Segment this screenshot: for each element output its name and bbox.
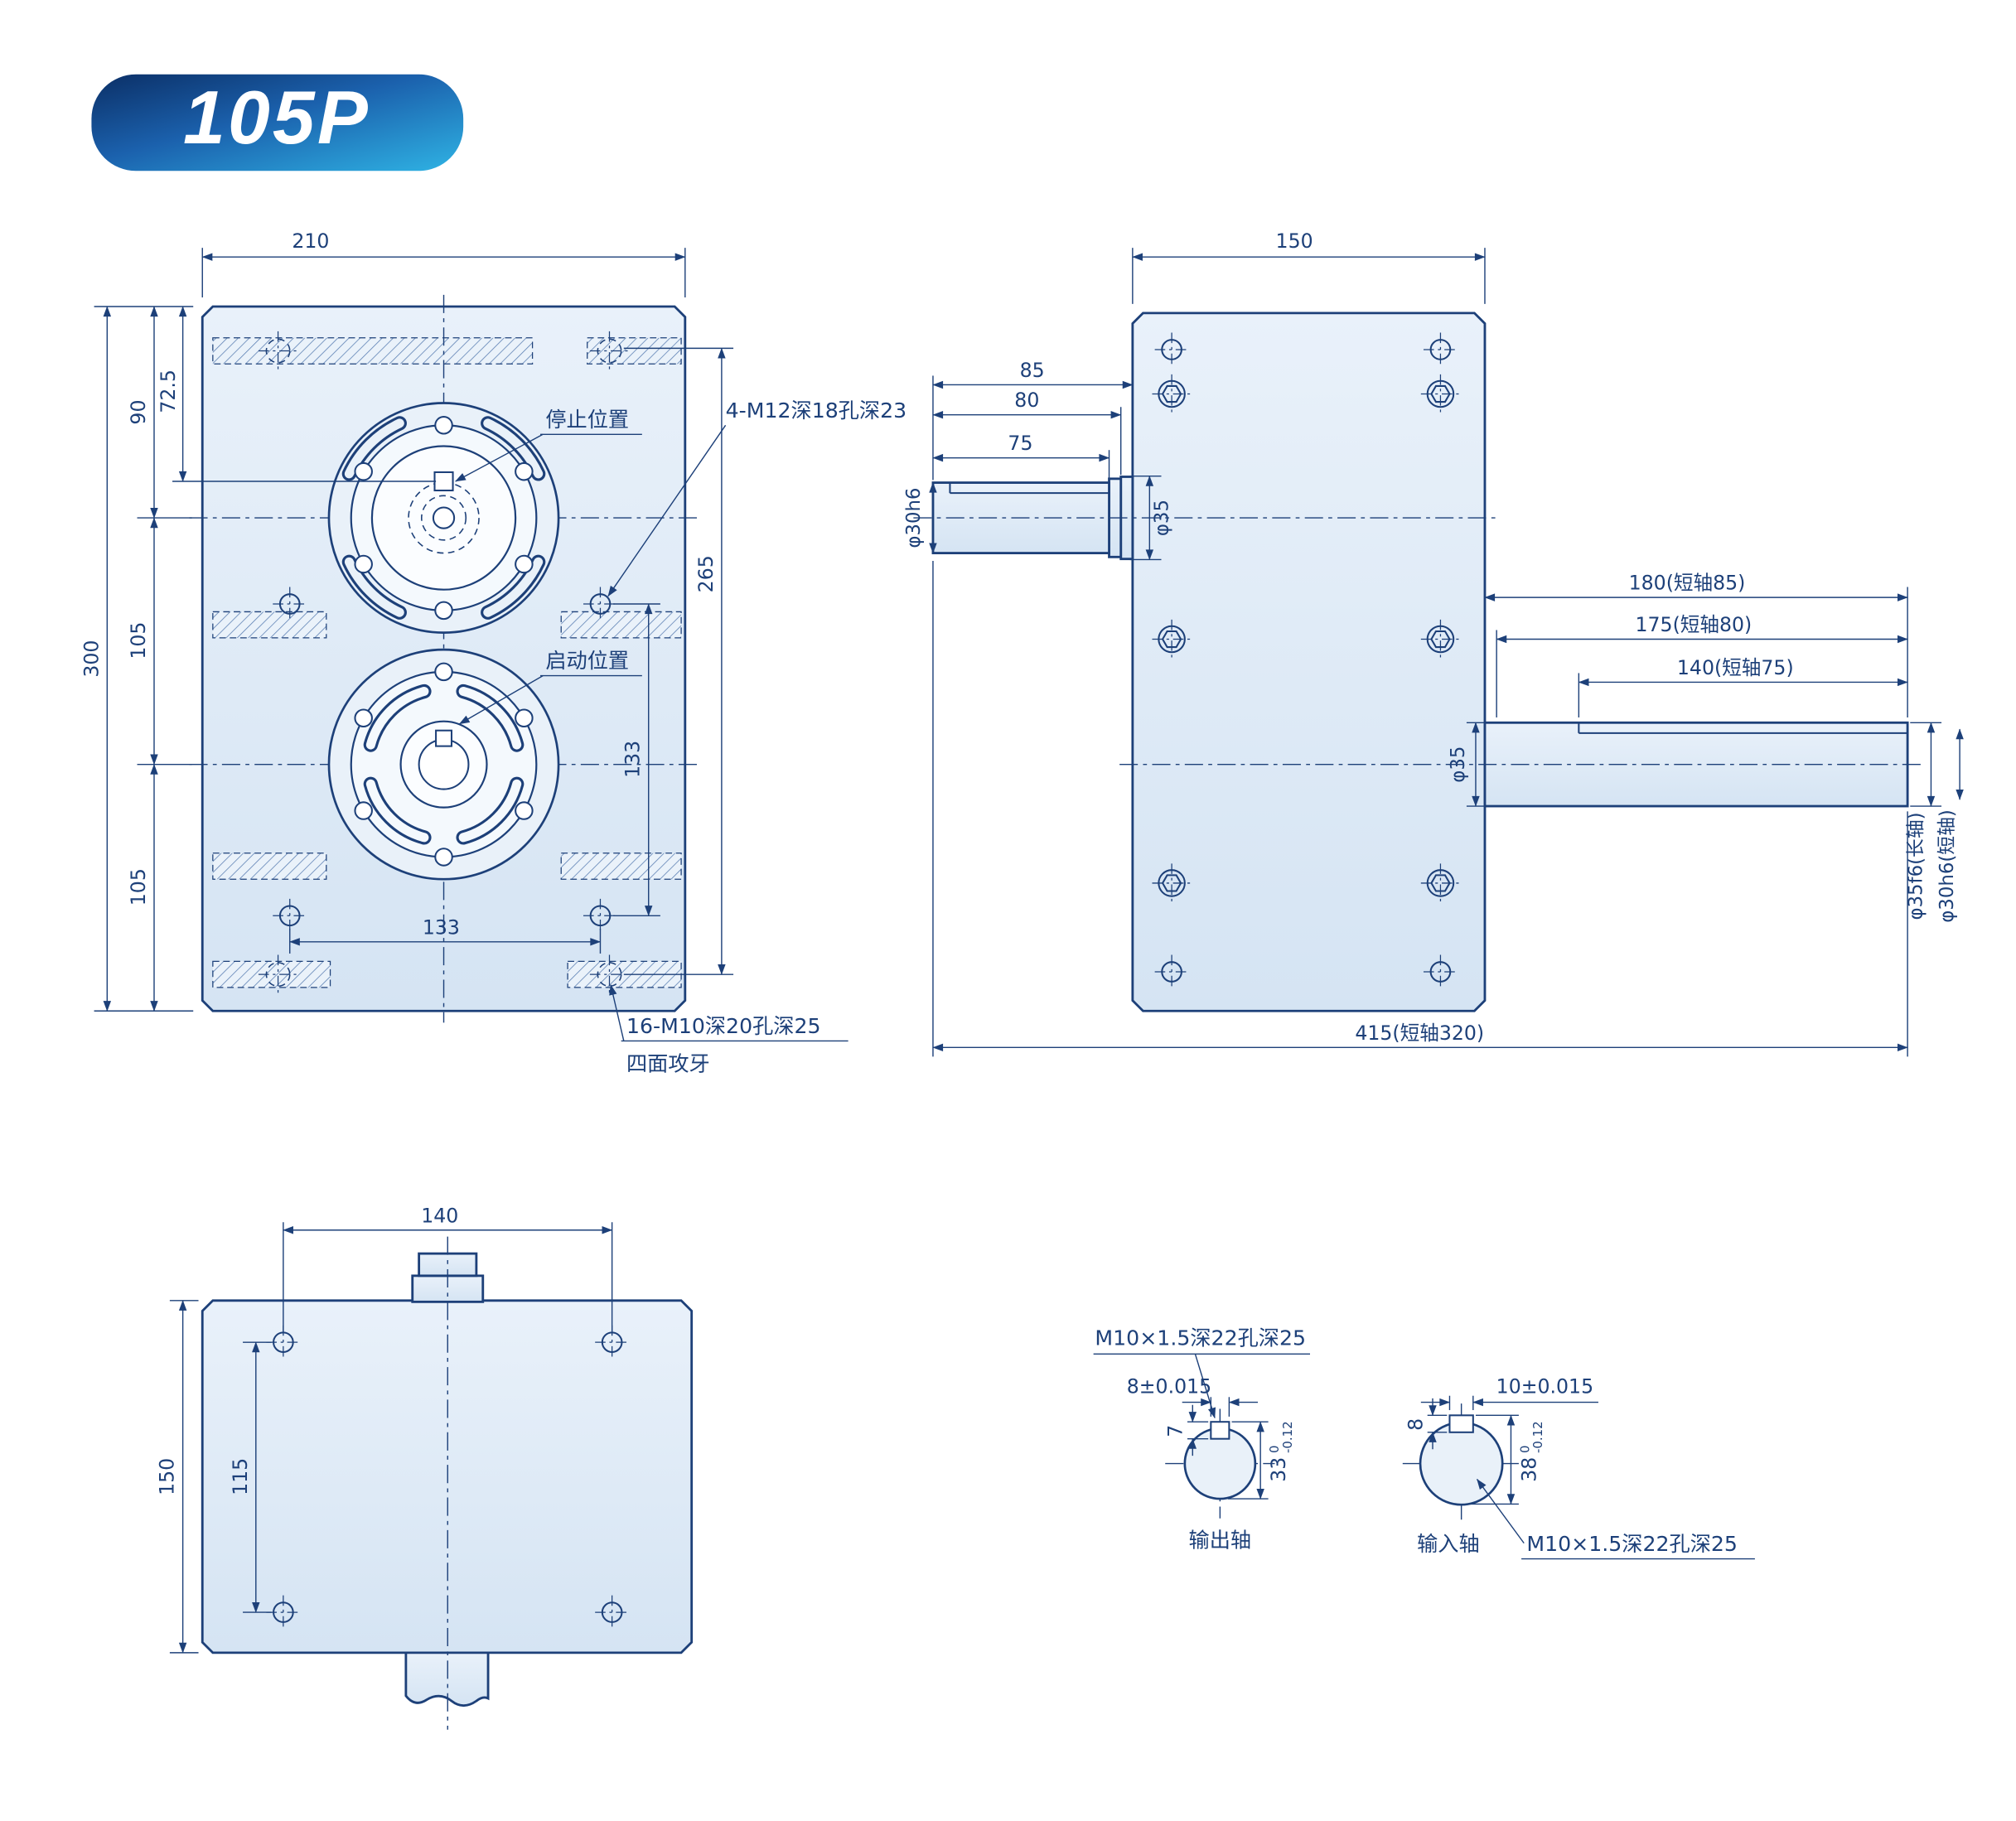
input-tol-upper: 0 bbox=[1518, 1445, 1533, 1453]
front-lower-flange bbox=[327, 648, 560, 881]
input-across-value: 38 bbox=[1517, 1457, 1540, 1482]
bottom-dim-width-label: 140 bbox=[421, 1204, 458, 1227]
badge-background bbox=[91, 74, 464, 171]
front-dimensions: 210 300 90 72.5 105 105 265 133 bbox=[80, 229, 734, 1012]
side-dim-180-label: 180(短轴85) bbox=[1629, 572, 1746, 595]
front-view: 210 300 90 72.5 105 105 265 133 bbox=[80, 229, 906, 1076]
side-dim-80-label: 80 bbox=[1014, 389, 1039, 412]
output-across-value: 33 bbox=[1267, 1457, 1290, 1482]
input-tol-lower: -0.12 bbox=[1530, 1421, 1545, 1453]
side-dimensions: 150 85 80 75 φ30h6 φ35 180(短轴85) 175(短轴8… bbox=[903, 229, 1964, 1057]
m10-note-label: 16-M10深20孔深25 bbox=[626, 1014, 821, 1038]
side-body bbox=[1131, 312, 1487, 1012]
bottom-body bbox=[201, 1299, 694, 1654]
output-tol-lower: -0.12 bbox=[1280, 1421, 1295, 1453]
input-across-dim: 38 0 -0.12 bbox=[1517, 1421, 1545, 1481]
front-dim-133-h-label: 133 bbox=[423, 915, 460, 939]
front-dim-72-5-label: 72.5 bbox=[157, 370, 180, 413]
collar-dia-label: φ35 bbox=[1151, 500, 1172, 536]
start-position-label: 启动位置 bbox=[545, 649, 629, 673]
bottom-dim-115-label: 115 bbox=[229, 1458, 252, 1495]
front-dim-265-label: 265 bbox=[694, 555, 718, 592]
input-key-depth-label: 8 bbox=[1404, 1418, 1427, 1431]
front-dim-105-lower-label: 105 bbox=[127, 868, 150, 906]
front-hidden-slots bbox=[212, 337, 682, 988]
stop-position-label: 停止位置 bbox=[545, 408, 629, 432]
side-dim-total-label: 415(短轴320) bbox=[1355, 1022, 1484, 1045]
m12-note-label: 4-M12深18孔深23 bbox=[726, 398, 907, 423]
tap-note-label: 四面攻牙 bbox=[626, 1052, 710, 1076]
front-dim-133-v-label: 133 bbox=[621, 741, 645, 778]
output-tol-upper: 0 bbox=[1267, 1445, 1282, 1453]
output-shaft-label: 输出轴 bbox=[1189, 1528, 1252, 1552]
input-key-width-label: 10±0.015 bbox=[1496, 1375, 1593, 1398]
output-shaft-section: M10×1.5深22孔深25 8±0.015 7 33 0 -0.12 输出轴 bbox=[1093, 1326, 1310, 1552]
output-keyway bbox=[1210, 1421, 1230, 1440]
output-shaft-dia-label: φ35 bbox=[1448, 746, 1469, 783]
side-dim-85-label: 85 bbox=[1020, 359, 1045, 382]
input-shaft-section: 10±0.015 8 38 0 -0.12 输入轴 M10×1.5深22孔深25 bbox=[1402, 1375, 1755, 1560]
stop-position-key bbox=[433, 471, 454, 492]
front-dim-width-label: 210 bbox=[292, 229, 329, 253]
bottom-view: 140 150 115 bbox=[156, 1204, 694, 1730]
output-thread-note: M10×1.5深22孔深25 bbox=[1095, 1326, 1306, 1350]
side-dim-75-label: 75 bbox=[1008, 432, 1032, 455]
bottom-dimensions: 140 150 115 bbox=[156, 1204, 613, 1654]
side-dim-175-label: 175(短轴80) bbox=[1636, 613, 1753, 636]
front-dim-105-upper-label: 105 bbox=[127, 622, 150, 659]
output-across-dim: 33 0 -0.12 bbox=[1267, 1421, 1295, 1481]
input-keyway bbox=[1448, 1414, 1474, 1433]
output-key-width-label: 8±0.015 bbox=[1127, 1375, 1211, 1398]
start-position-key bbox=[435, 729, 452, 747]
side-dim-width-label: 150 bbox=[1276, 229, 1313, 253]
input-shaft-label: 输入轴 bbox=[1417, 1532, 1480, 1556]
front-upper-flange bbox=[327, 402, 560, 634]
bottom-dim-height-label: 150 bbox=[156, 1458, 179, 1495]
end-dia-short-label: φ30h6(短轴) bbox=[1936, 809, 1958, 923]
end-dia-long-label: φ35f6(长轴) bbox=[1905, 812, 1927, 920]
side-dim-140-label: 140(短轴75) bbox=[1677, 656, 1794, 679]
input-shaft-dia-label: φ30h6 bbox=[903, 488, 925, 548]
front-notes: 停止位置 启动位置 4-M12深18孔深23 16-M10深20孔深25 四面攻… bbox=[455, 398, 907, 1076]
badge-label: 105P bbox=[183, 75, 370, 160]
front-dim-height-label: 300 bbox=[80, 640, 103, 678]
front-upper-bolt-holes bbox=[354, 416, 534, 621]
front-dim-90-label: 90 bbox=[127, 400, 150, 425]
input-thread-note: M10×1.5深22孔深25 bbox=[1526, 1532, 1738, 1556]
side-view: 150 85 80 75 φ30h6 φ35 180(短轴85) 175(短轴8… bbox=[903, 229, 1964, 1057]
side-centerlines bbox=[913, 517, 1924, 766]
bottom-bottom-stub bbox=[404, 1651, 490, 1707]
front-lower-bolt-holes bbox=[354, 662, 534, 867]
model-badge: 105P bbox=[91, 74, 464, 171]
output-key-depth-label: 7 bbox=[1164, 1425, 1187, 1437]
